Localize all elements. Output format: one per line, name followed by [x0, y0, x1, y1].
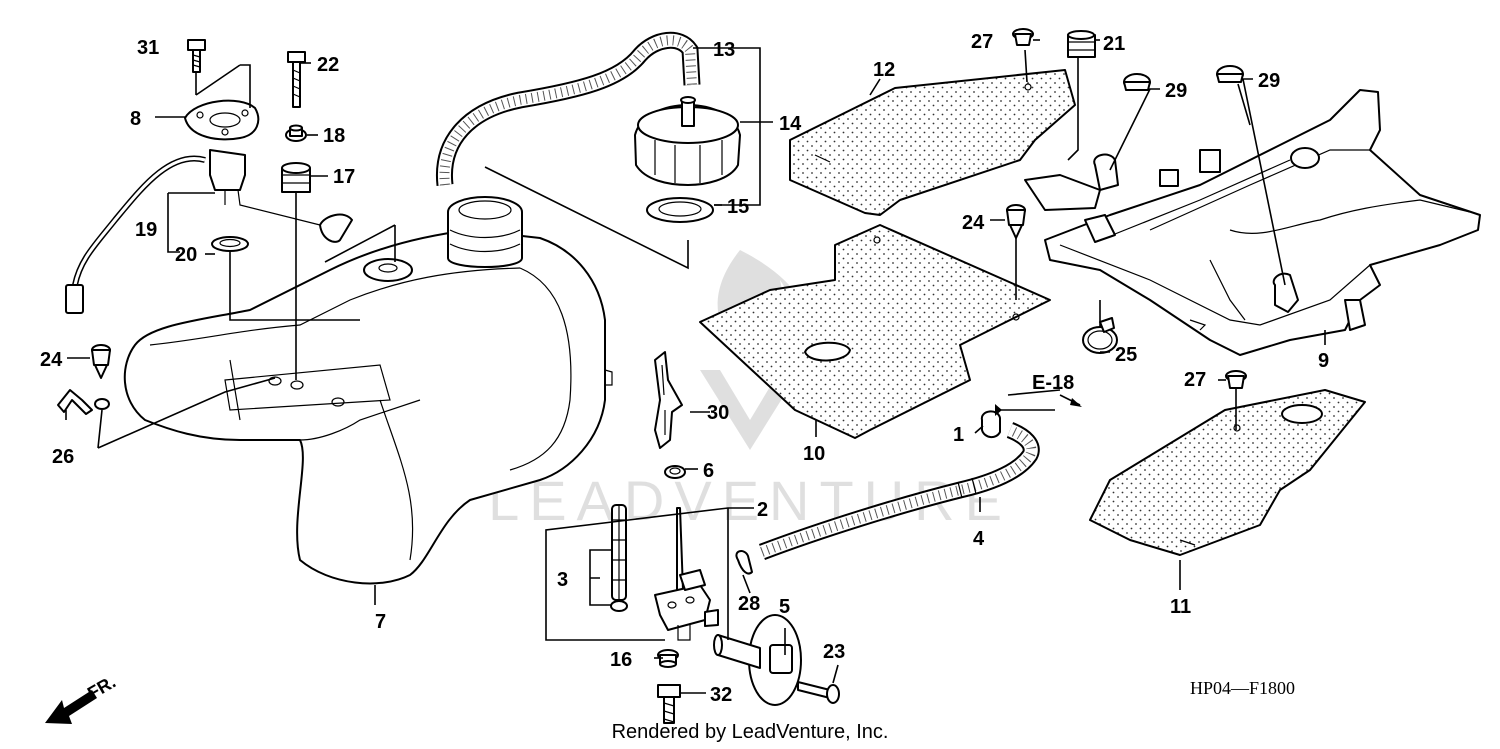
callout-4: 4 — [973, 528, 985, 550]
credit-line: Rendered by LeadVenture, Inc. — [612, 721, 889, 743]
callout-20: 20 — [175, 244, 197, 266]
diagram-code: HP04—F1800 — [1190, 678, 1295, 698]
breather-tube[interactable] — [435, 31, 701, 186]
collar-18[interactable] — [285, 124, 307, 142]
callout-6: 6 — [703, 460, 714, 482]
callout-31: 31 — [137, 37, 159, 59]
cap-29-left[interactable] — [1123, 73, 1151, 91]
callout-11: 11 — [1170, 596, 1191, 618]
callout-29-right: 29 — [1258, 70, 1280, 92]
callout-8: 8 — [130, 108, 141, 130]
clip-27-top[interactable] — [1012, 28, 1034, 46]
front-arrow: FR. — [45, 672, 119, 724]
callout-12: 12 — [873, 59, 895, 81]
reference-e18: E-18 — [1032, 372, 1074, 394]
callout-18: 18 — [323, 125, 345, 147]
mat-11[interactable] — [1089, 389, 1366, 556]
callout-30: 30 — [707, 402, 729, 424]
clamp-25[interactable] — [1082, 317, 1118, 354]
fuel-hose[interactable] — [758, 422, 1040, 560]
callout-2: 2 — [757, 499, 768, 521]
pump-seal[interactable] — [211, 236, 249, 252]
clip-24-left[interactable] — [91, 344, 111, 379]
clip-26[interactable] — [57, 389, 110, 415]
clip-28[interactable] — [735, 550, 753, 575]
callout-17: 17 — [333, 166, 355, 188]
callout-27-top: 27 — [971, 31, 993, 53]
callout-5: 5 — [779, 596, 790, 618]
callout-28: 28 — [738, 593, 760, 615]
grommet-17[interactable] — [281, 162, 311, 193]
clip-27-bottom[interactable] — [1225, 370, 1247, 389]
callout-25: 25 — [1115, 344, 1137, 366]
bolt-22[interactable] — [287, 51, 306, 108]
callout-3: 3 — [557, 569, 568, 591]
fuel-pump[interactable] — [65, 149, 353, 314]
callout-19: 19 — [135, 219, 157, 241]
callout-26: 26 — [52, 446, 74, 468]
callout-13: 13 — [713, 39, 735, 61]
callout-16: 16 — [610, 649, 632, 671]
callout-32: 32 — [710, 684, 732, 706]
callout-14: 14 — [779, 113, 802, 135]
clip-24-center[interactable] — [1006, 204, 1026, 239]
plug-5[interactable] — [713, 614, 802, 706]
holder-30[interactable] — [654, 351, 683, 449]
callout-7: 7 — [375, 611, 386, 633]
o-ring-6[interactable] — [664, 465, 686, 479]
clamp-1[interactable] — [980, 410, 1001, 438]
bolt-32[interactable] — [657, 684, 681, 724]
callout-27-bottom: 27 — [1184, 369, 1206, 391]
callout-24-center: 24 — [962, 212, 985, 234]
callout-21: 21 — [1103, 33, 1125, 55]
callout-24-left: 24 — [40, 349, 63, 371]
callout-9: 9 — [1318, 350, 1329, 372]
screw-23[interactable] — [797, 681, 840, 704]
callouts: 1 2 3 4 5 6 7 8 9 10 11 12 13 14 15 16 1… — [40, 31, 1329, 706]
bolt-31[interactable] — [187, 39, 206, 73]
callout-15: 15 — [727, 196, 749, 218]
grommet-21[interactable] — [1067, 30, 1096, 58]
callout-29-left: 29 — [1165, 80, 1187, 102]
callout-22: 22 — [317, 54, 339, 76]
cap-29-right[interactable] — [1216, 65, 1244, 83]
mat-12[interactable] — [789, 69, 1076, 216]
mat-10[interactable] — [699, 224, 1051, 439]
cap-gasket[interactable] — [646, 197, 714, 223]
fuel-cap[interactable] — [634, 96, 741, 186]
front-arrow-icon — [45, 690, 97, 724]
callout-10: 10 — [803, 443, 825, 465]
carrier-9[interactable] — [1024, 89, 1481, 356]
pump-plate[interactable] — [184, 99, 260, 141]
fuel-valve[interactable] — [610, 504, 719, 641]
callout-23: 23 — [823, 641, 845, 663]
callout-1: 1 — [953, 424, 964, 446]
leader-lines — [65, 39, 1326, 694]
fuel-tank[interactable] — [123, 196, 613, 585]
